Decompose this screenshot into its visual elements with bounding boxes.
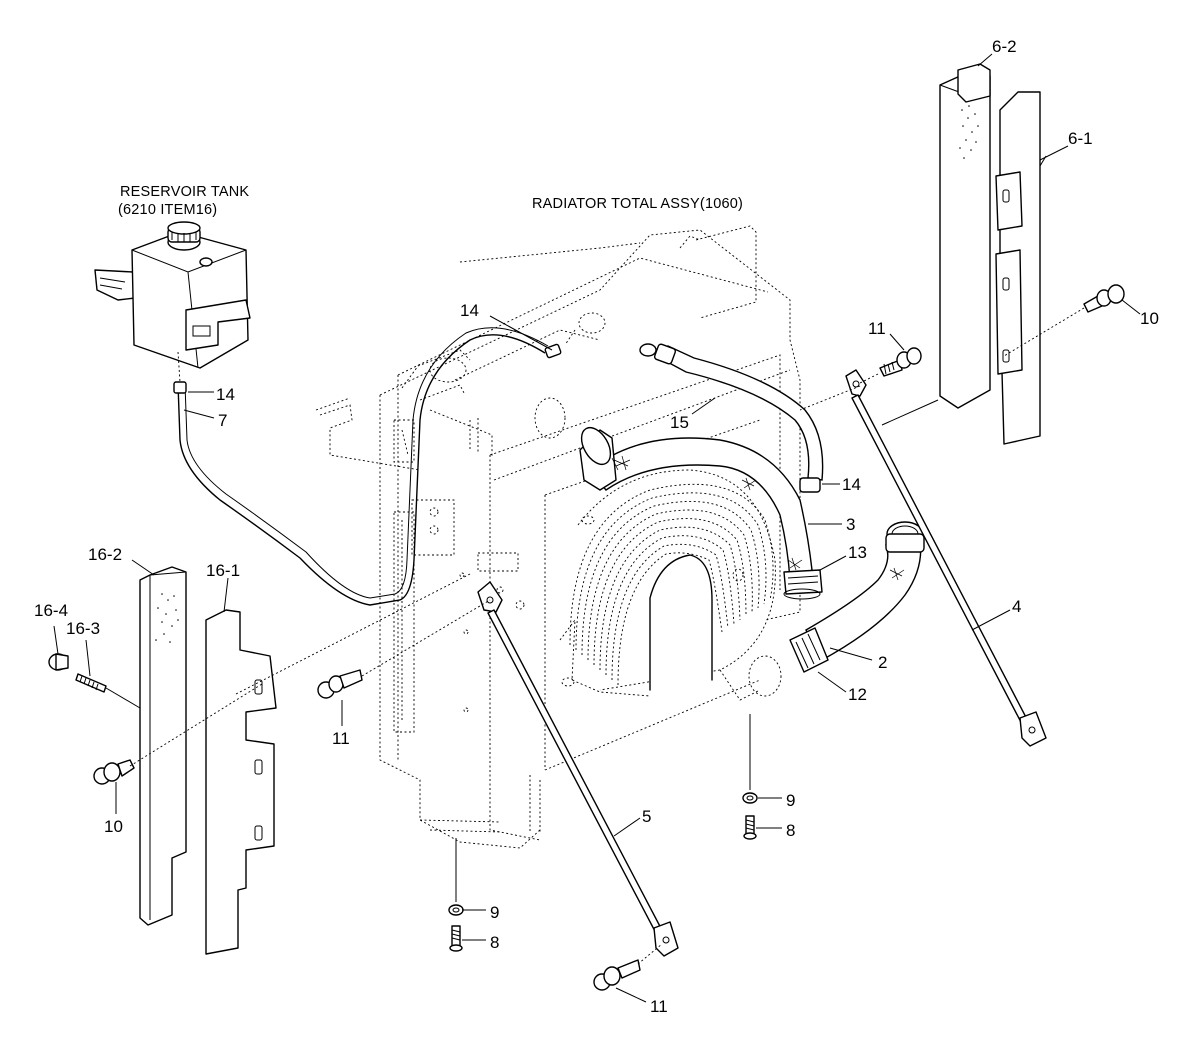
callout-16-3: 16-3 xyxy=(66,619,100,638)
bracket-16-1 xyxy=(205,609,277,955)
callout-8-bottom: 8 xyxy=(490,933,499,952)
callout-8-right: 8 xyxy=(786,821,795,840)
hose-7 xyxy=(177,327,549,606)
bolt-11-left xyxy=(317,669,363,699)
callout-7: 7 xyxy=(218,411,227,430)
callout-11-top: 11 xyxy=(868,319,886,338)
reservoir-tank-ref: (6210 ITEM16) xyxy=(118,202,217,218)
callout-6-2: 6-2 xyxy=(992,37,1017,56)
callout-2: 2 xyxy=(878,653,887,672)
hose-15 xyxy=(639,343,824,481)
callout-14-right: 14 xyxy=(842,475,861,494)
callout-labels: 6-2 6-1 10 11 14 14 7 15 14 3 13 4 2 12 … xyxy=(34,37,1159,1016)
cap-nut-16-4 xyxy=(48,653,69,671)
radiator-total-assy xyxy=(315,225,801,849)
callout-10-top: 10 xyxy=(1140,309,1159,328)
callout-11-left: 11 xyxy=(332,729,350,748)
washer-9-bottom xyxy=(448,904,464,916)
bolt-11-bottom xyxy=(593,959,641,991)
stay-rod-4 xyxy=(845,369,1047,747)
callout-3: 3 xyxy=(846,515,855,534)
callout-14-top: 14 xyxy=(460,301,479,320)
leader-lines xyxy=(53,53,1141,1003)
callout-6-1: 6-1 xyxy=(1068,129,1093,148)
washer-9-right xyxy=(742,792,758,804)
callout-12: 12 xyxy=(848,685,867,704)
reservoir-tank-title: RESERVOIR TANK xyxy=(120,184,249,200)
bolt-10-top xyxy=(1083,284,1125,313)
stud-bolt-16-3 xyxy=(75,673,107,693)
reservoir-tank xyxy=(94,221,251,369)
callout-15: 15 xyxy=(670,413,689,432)
bolt-8-bottom xyxy=(449,925,463,952)
bracket-6-1 xyxy=(995,91,1041,445)
clamp-14-right xyxy=(799,477,821,493)
bolt-11-top xyxy=(879,347,922,377)
radiator-core-fins xyxy=(559,483,774,697)
lower-hose-2 xyxy=(805,521,925,661)
clamp-14-tank xyxy=(173,381,187,394)
callout-5: 5 xyxy=(642,807,651,826)
bracket-16-2 xyxy=(139,566,187,926)
callout-9-right: 9 xyxy=(786,791,795,810)
radiator-assy-title: RADIATOR TOTAL ASSY(1060) xyxy=(532,196,743,212)
callout-9-bottom: 9 xyxy=(490,903,499,922)
bracket-6-2 xyxy=(939,63,991,409)
bolt-10-left xyxy=(93,759,135,785)
upper-hose-3 xyxy=(579,426,813,582)
clamp-12 xyxy=(789,627,829,673)
clamp-14-top xyxy=(544,343,562,359)
callout-16-4: 16-4 xyxy=(34,601,68,620)
callout-11-bottom: 11 xyxy=(650,997,668,1016)
callout-16-1: 16-1 xyxy=(206,561,240,580)
callout-16-2: 16-2 xyxy=(88,545,122,564)
callout-13: 13 xyxy=(848,543,867,562)
callout-4: 4 xyxy=(1012,597,1021,616)
stay-rod-5 xyxy=(477,581,679,957)
callout-14-tank: 14 xyxy=(216,385,235,404)
callout-10-left: 10 xyxy=(104,817,123,836)
bolt-8-right xyxy=(743,815,757,840)
